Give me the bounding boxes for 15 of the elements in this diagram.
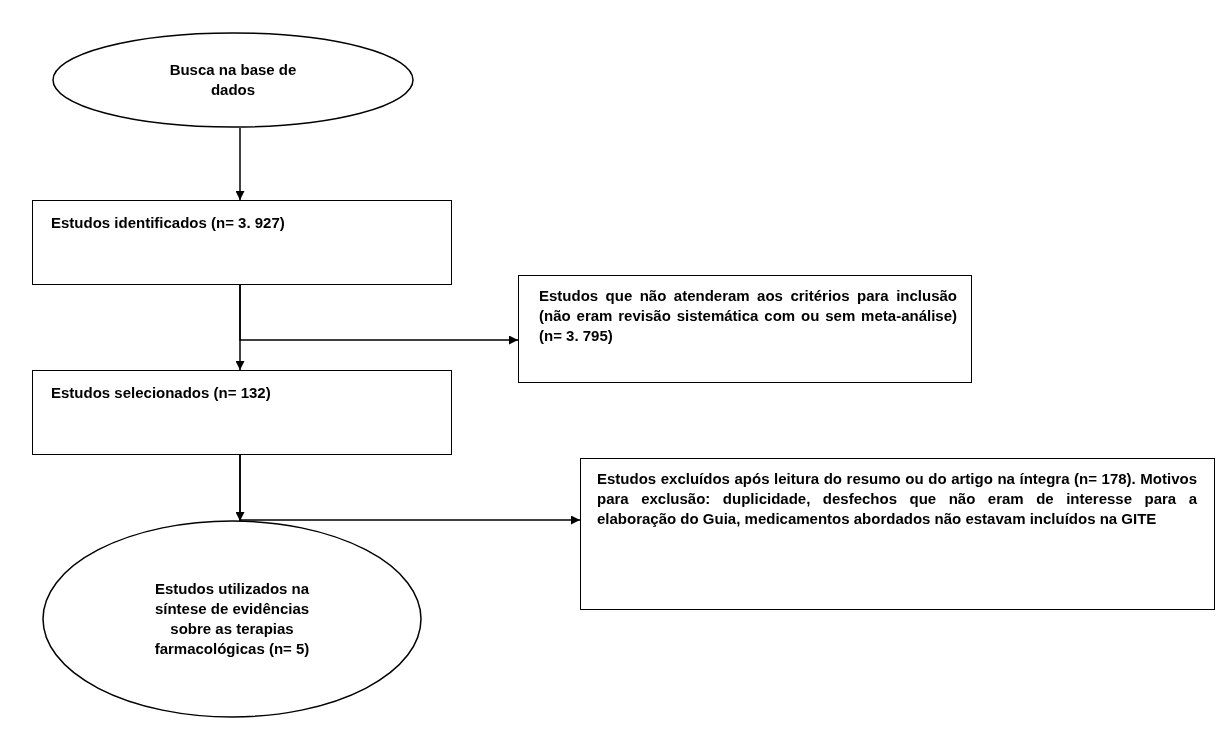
node-text: Busca na base de dados [168, 60, 298, 100]
terminal-ellipse [52, 32, 414, 128]
node-text: Estudos selecionados (n= 132) [51, 383, 272, 403]
node-text: Estudos utilizados na síntese de evidências sobre as terapias farmacológicas (n= 5) [153, 579, 311, 659]
node-text: Estudos excluídos após leitura do resumo ou do artigo na íntegra (n= 178). Motivos para exclusão: duplicidade, desfechos que não eram de interesse para a elaboração do Guia, medicamentos abordados não estavam incluídos na GITE [597, 469, 1197, 529]
arrow [239, 284, 519, 345]
process-box [32, 200, 452, 285]
process-box [580, 458, 1215, 610]
node-text: Estudos identificados (n= 3. 927) [51, 213, 286, 233]
node-text: Estudos que não atenderam aos critérios para inclusão (não eram revisão sistemática com ou sem meta-análise) (n= 3. 795) [539, 286, 957, 346]
arrow [235, 127, 245, 201]
process-box [32, 370, 452, 455]
arrow [239, 454, 581, 525]
terminal-ellipse [42, 520, 422, 718]
process-box [518, 275, 972, 383]
